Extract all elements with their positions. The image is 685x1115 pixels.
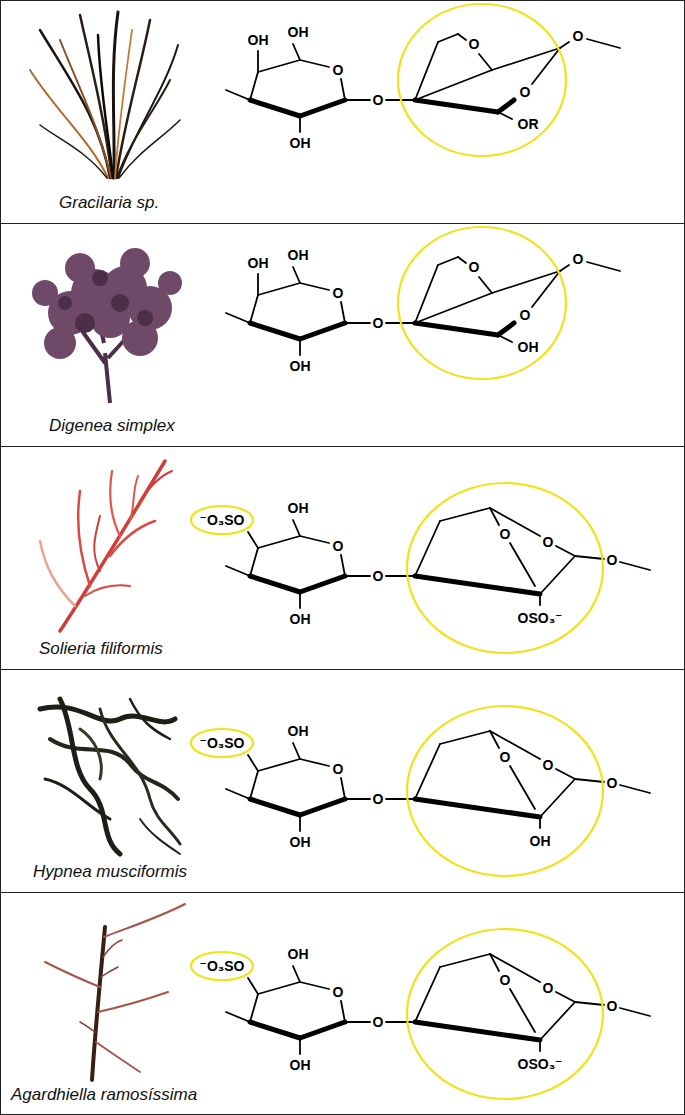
- atom-label: OH: [530, 834, 551, 848]
- atom-label: O: [333, 539, 344, 553]
- atom-label: O: [500, 527, 511, 541]
- atom-label: O: [573, 252, 584, 266]
- atom-label: O: [543, 535, 554, 549]
- atom-label: ⁻O₃SO: [200, 959, 245, 973]
- atom-label: OH: [518, 340, 539, 354]
- atom-label: O: [543, 758, 554, 772]
- atom-label: OSO₃⁻: [518, 1057, 563, 1071]
- species-name: Agardhiella ramosíssima: [11, 1086, 197, 1105]
- species-panel: Gracilaria sp.: [0, 0, 685, 224]
- atom-label: O: [333, 762, 344, 776]
- atom-label: ⁻O₃SO: [200, 513, 245, 527]
- atom-label: O: [333, 985, 344, 999]
- atom-label: O: [373, 1015, 384, 1029]
- species-name: Gracilaria sp.: [59, 194, 159, 213]
- atom-label: O: [333, 286, 344, 300]
- atom-label: O: [607, 776, 618, 790]
- atom-label: OH: [288, 248, 309, 262]
- atom-label: O: [607, 553, 618, 567]
- atom-label: O: [500, 750, 511, 764]
- atom-label: OH: [290, 1058, 311, 1072]
- atom-label: O: [520, 85, 531, 99]
- atom-label: OH: [290, 359, 311, 373]
- atom-label: OH: [288, 947, 309, 961]
- atom-label: O: [373, 792, 384, 806]
- atom-label: OH: [290, 612, 311, 626]
- atom-label: O: [573, 29, 584, 43]
- atom-label: OH: [288, 501, 309, 515]
- atom-label: O: [500, 973, 511, 987]
- atom-label: O: [373, 569, 384, 583]
- atom-label: ⁻O₃SO: [200, 736, 245, 750]
- species-panel: Hypnea musciformis: [0, 669, 685, 893]
- species-panel: Solieria filiformis: [0, 446, 685, 670]
- atom-label: OH: [248, 256, 269, 270]
- atom-label: OH: [288, 25, 309, 39]
- species-name: Digenea simplex: [49, 417, 175, 436]
- atom-label: O: [469, 37, 480, 51]
- atom-label: OH: [290, 136, 311, 150]
- species-name: Solieria filiformis: [39, 640, 163, 659]
- atom-label: O: [373, 93, 384, 107]
- atom-label: O: [520, 308, 531, 322]
- atom-label: O: [543, 981, 554, 995]
- atom-label: OSO₃⁻: [518, 611, 563, 625]
- atom-label: OR: [518, 117, 539, 131]
- species-panel: Digenea simplex: [0, 223, 685, 447]
- atom-label: O: [607, 999, 618, 1013]
- atom-label: O: [333, 63, 344, 77]
- atom-label: OH: [288, 724, 309, 738]
- species-name: Hypnea musciformis: [33, 863, 187, 882]
- atom-label: OH: [248, 33, 269, 47]
- atom-label: OH: [290, 835, 311, 849]
- atom-label: O: [469, 260, 480, 274]
- species-panel: Agardhiella ramosíssima: [0, 892, 685, 1115]
- atom-label: O: [373, 316, 384, 330]
